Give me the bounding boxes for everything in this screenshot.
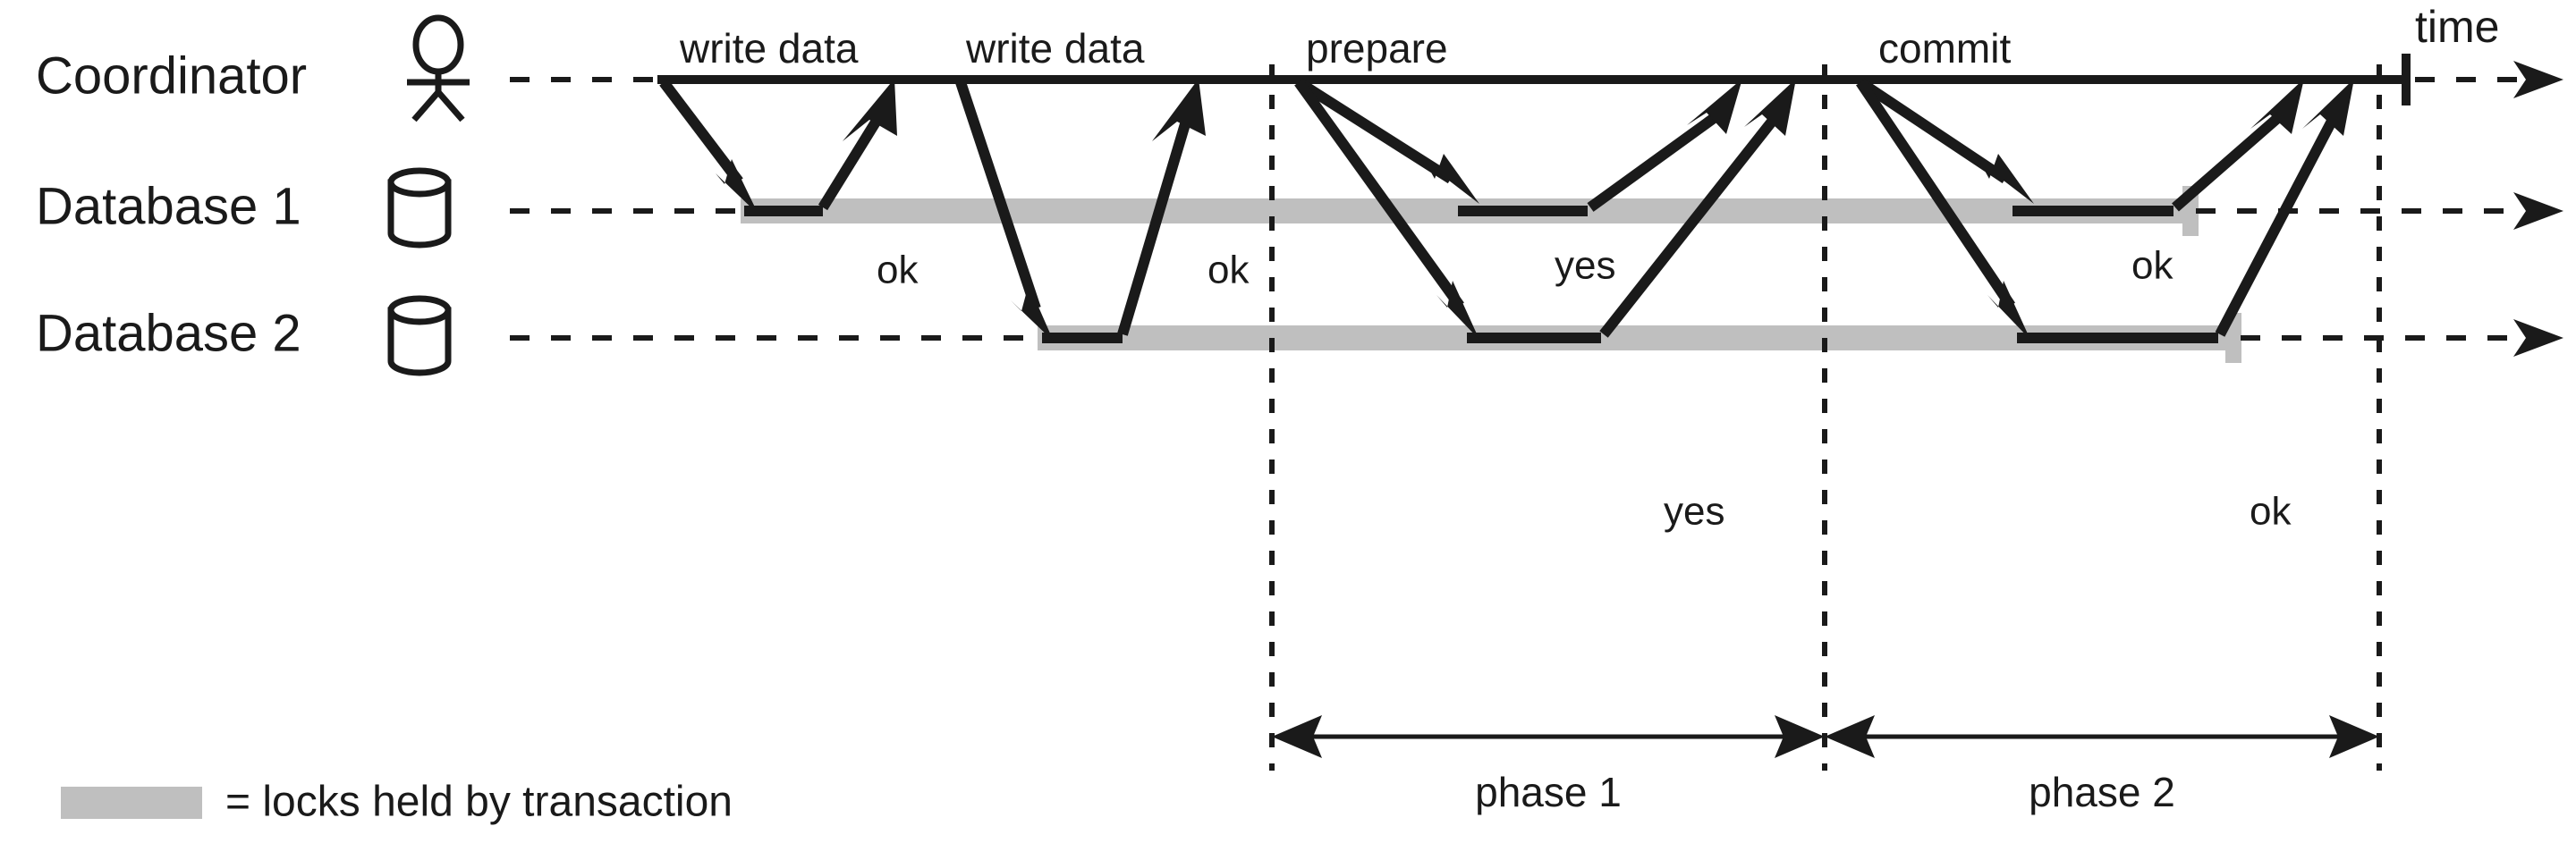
message-label-ok-db1-commit: ok [2131, 244, 2174, 288]
legend-label-text: = locks held by transaction [225, 779, 733, 826]
message-label-prepare: prepare [1306, 25, 1448, 72]
message-arrow-write-data-db1 [659, 79, 758, 215]
participant-label-coordinator: Coordinator [36, 46, 307, 105]
message-arrow-prepare-db1 [1295, 77, 1479, 204]
message-arrow-ok-db1-write [818, 79, 897, 211]
phase-span-arrow-2 [1825, 715, 2379, 758]
actor-stick-figure-icon [407, 14, 470, 122]
message-label-ok-db2-commit: ok [2250, 490, 2292, 534]
message-arrow-prepare-db2 [1294, 79, 1479, 340]
legend-lock-swatch [61, 787, 202, 819]
message-arrow-ok-db2-commit [2215, 79, 2354, 337]
phase-span-arrow-1 [1272, 715, 1825, 758]
message-label-commit: commit [1878, 25, 2011, 72]
message-label-yes-db2: yes [1664, 490, 1724, 534]
message-arrow-ok-db2-write [1117, 79, 1206, 336]
participant-label-database2: Database 2 [36, 304, 301, 362]
message-label-ok-db1-write: ok [877, 249, 919, 292]
lifeline-database1 [510, 192, 2563, 230]
lifeline-coordinator [510, 54, 2563, 105]
phase-label-2: phase 2 [2029, 769, 2175, 815]
database-cylinder-icon-1 [387, 167, 452, 249]
message-label-yes-db1: yes [1555, 244, 1615, 288]
time-axis-label: time [2415, 2, 2499, 52]
message-arrow-commit-db1 [1857, 78, 2034, 204]
database-cylinder-icon-2 [387, 295, 452, 376]
message-arrow-ok-db1-commit [2172, 79, 2304, 212]
message-arrow-commit-db2 [1856, 79, 2030, 340]
message-label-ok-db2-write: ok [1208, 249, 1250, 292]
message-arrow-yes-db2 [1599, 79, 1796, 338]
message-label-write-data-1: write data [679, 25, 859, 72]
message-label-write-data-2: write data [965, 25, 1145, 72]
message-arrow-yes-db1 [1587, 79, 1742, 212]
participant-label-database1: Database 1 [36, 177, 301, 235]
message-arrow-write-data-db2 [955, 80, 1054, 341]
phase-label-1: phase 1 [1475, 769, 1622, 815]
